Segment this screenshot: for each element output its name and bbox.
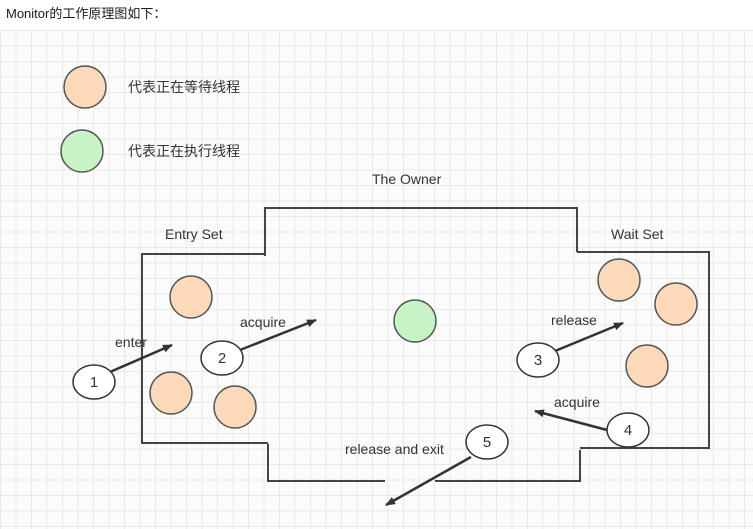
step-1-marker (72, 364, 116, 400)
owner-running-thread (393, 299, 437, 343)
legend-waiting-label: 代表正在等待线程 (128, 79, 240, 95)
legend-running-circle (60, 129, 104, 173)
legend-running-label: 代表正在执行线程 (128, 143, 240, 159)
wait-set-thread (625, 344, 669, 388)
wait-set-thread (597, 258, 641, 302)
step-4-number: 4 (624, 422, 632, 439)
step-2-number: 2 (218, 350, 226, 367)
step-5-label: release and exit (345, 441, 444, 457)
entry-waiting-thread (169, 275, 213, 319)
wait-set-label: Wait Set (611, 226, 663, 242)
arrow-enter (109, 343, 173, 374)
wait-set-thread (654, 282, 698, 326)
entry-set-box (141, 253, 268, 444)
step-5-marker (465, 424, 509, 460)
entry-set-label: Entry Set (165, 226, 223, 242)
step-1-number: 1 (90, 374, 98, 391)
arrow-release-exit (385, 455, 472, 507)
arrow-acquire-owner (239, 318, 317, 352)
step-2-label: acquire (240, 314, 286, 330)
step-2-marker (200, 340, 244, 376)
entry-waiting-thread (149, 371, 193, 415)
legend-waiting-circle (63, 65, 107, 109)
owner-label: The Owner (372, 171, 442, 187)
page-heading: Monitor的工作原理图如下： (6, 6, 167, 21)
owner-box (264, 207, 581, 482)
arrow-acquire-wait (534, 409, 608, 432)
step-4-label: acquire (554, 394, 600, 410)
wait-set-box (577, 251, 710, 449)
entry-waiting-thread (213, 385, 257, 429)
step-4-marker (606, 412, 650, 448)
step-5-number: 5 (483, 434, 491, 451)
step-3-marker (516, 342, 560, 378)
step-3-number: 3 (534, 352, 542, 369)
step-3-label: release (551, 312, 597, 328)
arrow-release (554, 321, 624, 353)
step-1-label: enter (115, 334, 147, 350)
